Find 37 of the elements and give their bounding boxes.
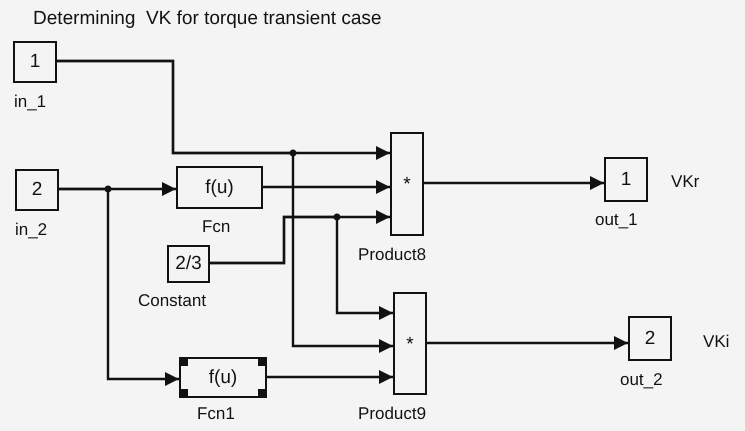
block-name: in_2 <box>15 220 48 240</box>
outport-block <box>604 157 648 202</box>
inport-block <box>13 41 57 83</box>
signal-line <box>424 176 604 190</box>
multiply-symbol: * <box>403 174 411 196</box>
block-name: Product8 <box>358 245 426 265</box>
diagram-title: Determining VK for torque transient case <box>33 8 382 30</box>
block-name: Fcn1 <box>197 404 235 424</box>
signal-name: VKi <box>703 332 730 352</box>
signal-line <box>57 60 393 353</box>
block-name: Product9 <box>358 404 426 424</box>
block-text: 1 <box>30 51 40 73</box>
signal-line <box>210 216 393 320</box>
signal-line <box>427 336 628 350</box>
outport-block <box>628 316 672 361</box>
block-name: Fcn <box>202 217 230 237</box>
product-block <box>393 292 427 395</box>
block-text: 2 <box>644 328 656 350</box>
block-text: 1 <box>620 168 632 190</box>
product-block <box>390 132 424 236</box>
signal-line <box>267 370 393 384</box>
signal-name: VKr <box>671 172 700 192</box>
signal-line <box>263 180 390 194</box>
multiply-symbol: * <box>406 334 414 356</box>
block-text: f(u) <box>205 176 234 198</box>
block-text: 2/3 <box>175 253 202 275</box>
function-block <box>179 357 267 398</box>
function-block <box>176 166 263 209</box>
block-name: in_1 <box>14 92 46 112</box>
block-text: 2 <box>32 179 42 201</box>
block-name: Constant <box>138 291 206 311</box>
inport-block <box>15 169 59 211</box>
block-text: f(u) <box>208 366 238 388</box>
block-name: out_1 <box>595 210 638 230</box>
block-name: out_2 <box>620 370 663 390</box>
constant-block <box>167 245 210 283</box>
signal-line <box>59 188 179 386</box>
